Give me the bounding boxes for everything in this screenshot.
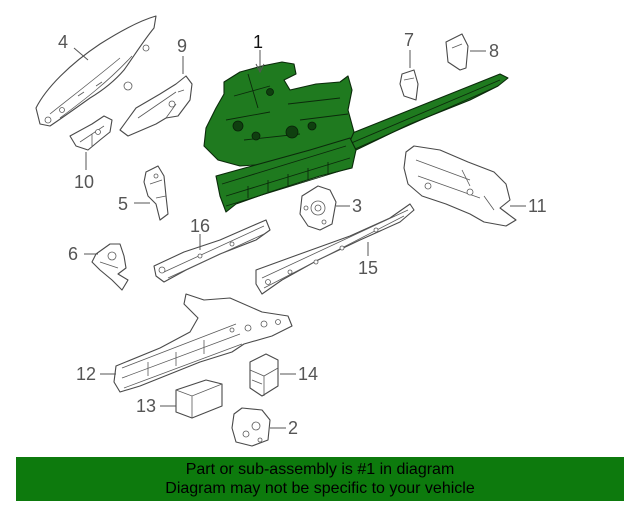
- callout-6: 6: [68, 244, 98, 264]
- callout-7: 7: [404, 30, 414, 68]
- svg-text:2: 2: [288, 418, 298, 438]
- svg-text:9: 9: [177, 36, 187, 56]
- part-2-bracket[interactable]: [231, 407, 271, 447]
- callout-11: 11: [510, 196, 547, 216]
- svg-text:10: 10: [74, 172, 94, 192]
- svg-text:8: 8: [489, 41, 499, 61]
- info-banner: Part or sub-assembly is #1 in diagram Di…: [16, 457, 624, 501]
- callout-14: 14: [280, 364, 318, 384]
- part-11-inner-panel[interactable]: [403, 145, 517, 227]
- part-8-plate[interactable]: [445, 33, 469, 71]
- part-5-bracket[interactable]: [143, 165, 169, 221]
- callout-15: 15: [358, 242, 378, 278]
- part-9-reinforcement[interactable]: [119, 75, 193, 137]
- svg-text:5: 5: [118, 194, 128, 214]
- part-6-mount[interactable]: [91, 243, 129, 291]
- banner-line-2: Diagram may not be specific to your vehi…: [165, 480, 475, 497]
- part-3-plate[interactable]: [299, 185, 337, 231]
- callout-13: 13: [136, 396, 176, 416]
- part-10-bracket[interactable]: [69, 115, 113, 151]
- svg-text:16: 16: [190, 216, 210, 236]
- banner-line-1: Part or sub-assembly is #1 in diagram: [185, 461, 455, 478]
- callout-2: 2: [270, 418, 298, 438]
- part-14-block[interactable]: [249, 353, 279, 397]
- callout-10: 10: [74, 152, 94, 192]
- part-16-rail[interactable]: [153, 219, 271, 283]
- svg-text:4: 4: [58, 32, 68, 52]
- svg-text:11: 11: [528, 196, 547, 216]
- callout-4: 4: [58, 32, 89, 61]
- svg-text:15: 15: [358, 258, 378, 278]
- callout-9: 9: [177, 36, 187, 74]
- part-7-plate[interactable]: [399, 69, 419, 101]
- callout-5: 5: [118, 194, 150, 214]
- svg-text:14: 14: [298, 364, 318, 384]
- svg-text:12: 12: [76, 364, 96, 384]
- callout-12: 12: [76, 364, 116, 384]
- part-13-block[interactable]: [175, 379, 223, 419]
- svg-text:13: 13: [136, 396, 156, 416]
- parts-diagram: 1 4 9 7 8 10 5 3 11 16 6 15: [35, 15, 547, 447]
- svg-text:7: 7: [404, 30, 414, 50]
- part-12-frame-rail[interactable]: [113, 293, 293, 393]
- svg-text:1: 1: [253, 32, 263, 52]
- part-1-front-structure[interactable]: [203, 61, 509, 213]
- callout-8: 8: [470, 41, 499, 61]
- callout-1: 1: [253, 32, 265, 74]
- callout-3: 3: [336, 196, 362, 216]
- callout-16: 16: [190, 216, 210, 250]
- svg-text:6: 6: [68, 244, 78, 264]
- part-15-long-rail[interactable]: [255, 203, 415, 295]
- svg-text:3: 3: [352, 196, 362, 216]
- part-4-apron[interactable]: [35, 15, 157, 127]
